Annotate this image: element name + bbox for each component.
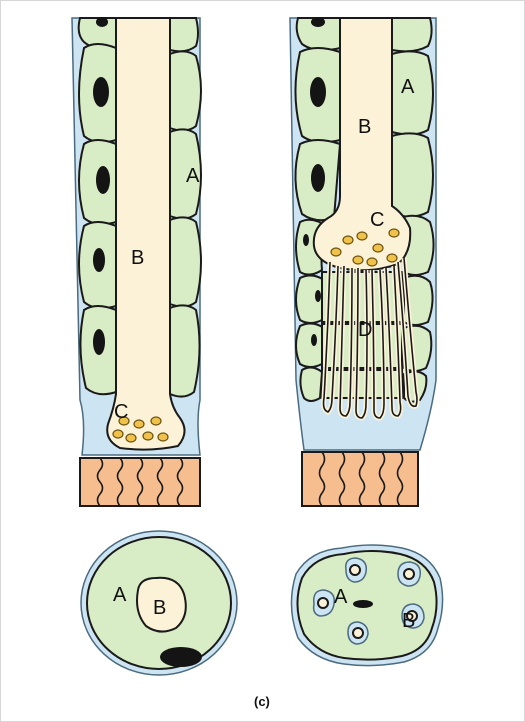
left-label-b: B — [131, 247, 144, 269]
left-nucleus-4 — [93, 248, 105, 272]
left-cell-6 — [170, 18, 198, 51]
left-nucleus-2 — [93, 77, 109, 107]
right-label-c: C — [370, 209, 384, 231]
xsec-left-label-a: A — [113, 584, 127, 606]
left-longitudinal-view: A B C — [72, 17, 201, 506]
right-label-d: D — [358, 319, 372, 341]
right-cell-10 — [392, 133, 433, 216]
right-cell-6 — [296, 323, 324, 367]
left-cross-section: A B — [81, 531, 237, 675]
left-label-a: A — [186, 165, 200, 187]
left-cell-10 — [170, 305, 200, 396]
right-nucleus-6 — [311, 334, 317, 346]
right-nucleus-2 — [310, 77, 326, 107]
right-label-b: B — [358, 116, 371, 138]
right-longitudinal-view: A B C D — [290, 17, 436, 506]
right-label-a: A — [401, 76, 415, 98]
left-label-c: C — [114, 401, 128, 423]
right-nucleus-1 — [311, 17, 325, 27]
right-cross-section: A B — [291, 545, 442, 666]
right-nucleus-3 — [311, 164, 325, 192]
left-cell-7 — [170, 51, 201, 130]
left-cell-9 — [170, 217, 201, 306]
xsec-left-label-b: B — [153, 597, 166, 619]
right-cell-8 — [392, 18, 432, 51]
figure-caption: (c) — [254, 694, 270, 709]
right-nucleus-5 — [315, 290, 321, 302]
xsec-right-label-a: A — [334, 586, 348, 608]
right-xsec-nucleus — [353, 600, 373, 608]
left-xsec-nucleus — [160, 647, 202, 667]
left-nucleus-1 — [96, 17, 108, 27]
right-cell-7 — [300, 367, 322, 401]
left-nucleus-5 — [93, 329, 105, 355]
xsec-right-label-b: B — [402, 610, 415, 632]
left-nucleus-3 — [96, 166, 110, 194]
right-nucleus-4 — [303, 234, 309, 246]
